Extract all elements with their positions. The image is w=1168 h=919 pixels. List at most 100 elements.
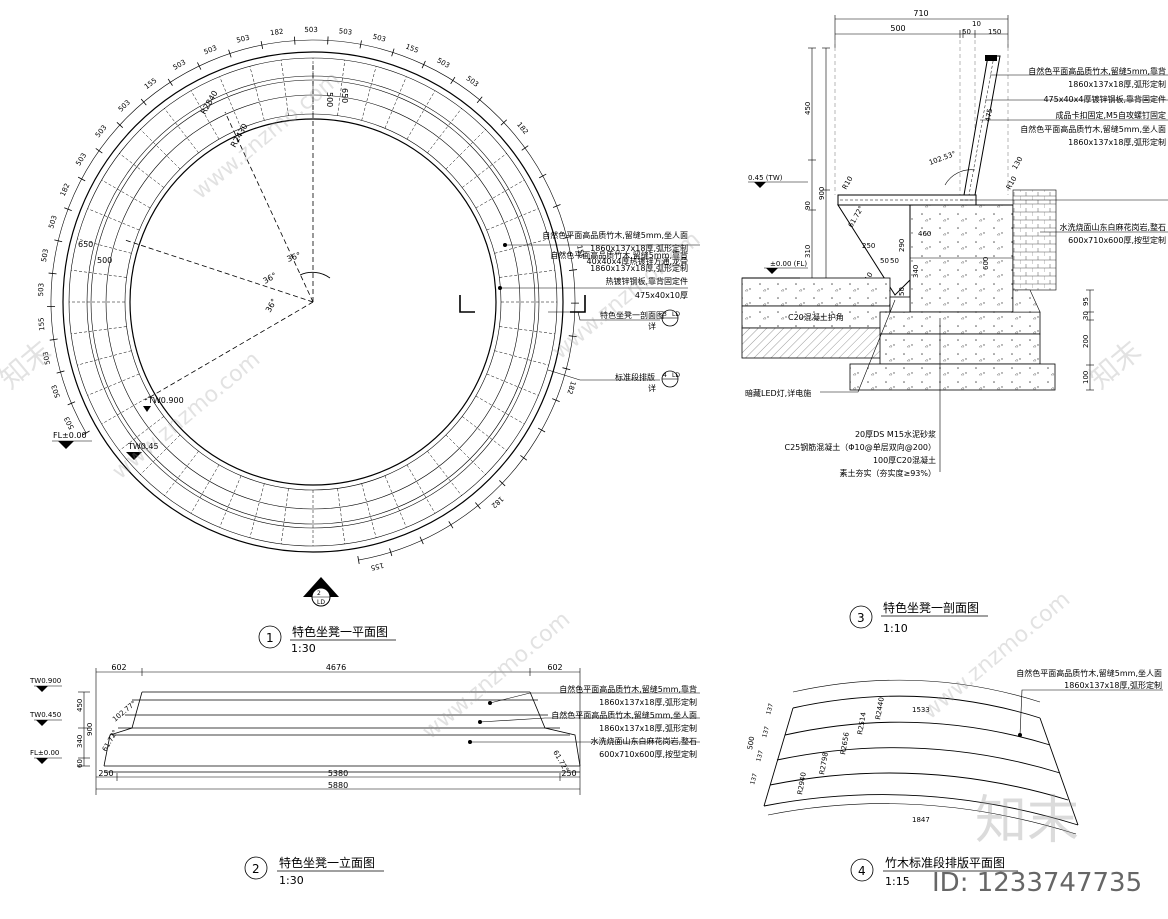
svg-text:自然色平面高品质竹木,留缝5mm,坐人面: 自然色平面高品质竹木,留缝5mm,坐人面 [1016,668,1162,678]
dimension-label: 503 [94,124,109,139]
dimension-label: 900 [86,723,94,736]
dimension-label: 650 [340,88,349,103]
segment-joint [219,76,242,129]
segment-joint [337,60,346,116]
dimension-tick [539,173,547,179]
svg-text:475x40x10厚: 475x40x10厚 [635,291,688,300]
dimension-tick [294,36,296,45]
dimension-label: 1533 [912,706,930,714]
segment-joint [461,153,507,188]
dimension-tick [476,96,483,104]
dimension-label: 500 [97,256,112,265]
dimension-label: 503 [172,58,188,72]
ring-circle [129,118,497,486]
svg-text:标准段排版: 标准段排版 [615,372,655,382]
svg-text:LD: LD [672,311,680,318]
dimension-label: 30 [1082,311,1090,320]
dimension-label: 503 [304,26,317,34]
segment-joint [384,76,407,129]
section-view: 710 500 10 50 150 450 900 90 310 50 95 3… [741,9,1168,635]
radius-label: R2656 [839,731,851,755]
svg-text:1: 1 [266,631,274,645]
svg-text:1860x137x18厚,弧形定制: 1860x137x18厚,弧形定制 [1068,79,1166,89]
svg-text:FL±0.00: FL±0.00 [53,431,87,440]
dimension-label: 290 [898,239,906,252]
dimension-label: 503 [47,214,59,229]
dimension-tick [359,40,362,49]
segment-joint [249,66,265,121]
svg-text:4: 4 [858,864,866,878]
svg-text:自然色平面高品质竹木,留缝5mm,靠背: 自然色平面高品质竹木,留缝5mm,靠背 [1028,66,1166,76]
segment-joint [494,238,549,254]
svg-text:475x40x4厚镀锌钢板,靠背固定件: 475x40x4厚镀锌钢板,靠背固定件 [1043,94,1166,104]
dimension-label: 503 [465,74,481,88]
dimension-tick [552,204,561,208]
svg-text:1860x137x18厚,弧形定制: 1860x137x18厚,弧形定制 [1064,680,1162,690]
level-marker: FL±0.00 [52,431,92,449]
dimension-label: 500 [746,736,756,751]
level-marker: TW0.450 [29,711,62,726]
dimension-label: 600 [982,257,990,270]
dimension-tick [421,60,426,69]
section-title: 3 特色坐凳一剖面图 1:10 [849,600,988,635]
dimension-tick [167,78,173,86]
dimension-label: 137 [761,725,771,738]
svg-text:热镀锌钢板,靠背固定件: 热镀锌钢板,靠背固定件 [605,276,688,286]
svg-text:自然色平面高品质竹木,留缝5mm,坐人面: 自然色平面高品质竹木,留缝5mm,坐人面 [551,710,697,720]
dimension-tick [500,119,508,126]
dimension-tick [499,480,506,487]
layout-plan-view: 1533 1847 500 137 137 137 137 R2440 R251… [746,668,1163,888]
segment-joint [499,269,555,278]
angle-arc [299,271,331,279]
segment-joint [164,450,199,496]
dimension-label: 50 [898,287,906,296]
dimension-label: 503 [236,34,251,45]
svg-text:自然色平面高品质竹木,留缝5mm,坐人面: 自然色平面高品质竹木,留缝5mm,坐人面 [1020,124,1166,134]
radius-label: R2940 [796,772,808,796]
segment-joint [384,475,407,528]
dimension-tick [116,121,124,128]
dimension-label: 60 [76,759,84,768]
svg-text:1:15: 1:15 [885,875,910,888]
dimension-label: 340 [912,265,920,278]
svg-text:2: 2 [317,590,321,597]
segment-joint [101,179,151,209]
backrest [963,55,1001,196]
dimension-label: 503 [63,415,76,431]
dimension-label: 155 [575,244,585,259]
svg-text:FL±0.00: FL±0.00 [30,749,59,757]
callout-section: 特色坐凳一剖面图 3 LD 详 [548,309,680,331]
segment-joint [406,90,436,140]
granite-block [837,204,1014,313]
svg-text:4: 4 [663,372,667,379]
dimension-label: 710 [913,9,928,18]
dimension-label: 250 [98,769,113,778]
svg-text:特色坐凳一剖面图: 特色坐凳一剖面图 [600,310,664,320]
dimension-tick [521,145,529,151]
dimension-label: 137 [765,702,775,715]
angle-label: 102.77° [111,699,138,723]
svg-text:C25钢筋混凝土（Φ10@单层双向@200）: C25钢筋混凝土（Φ10@单层双向@200） [784,442,936,452]
dimension-label: 5380 [328,769,348,778]
segment-joint [445,129,486,170]
svg-text:TW0.900: TW0.900 [147,396,184,405]
segment-joint [280,60,289,116]
dimension-label: 503 [372,33,387,44]
segment-joint [140,129,181,170]
level-marker: FL±0.00 [30,749,62,764]
dimension-label: 602 [547,663,562,672]
segment-joint [494,350,549,366]
svg-text:LD: LD [317,599,325,606]
elevation-marker: 2 LD [303,577,339,607]
dimension-tick [228,49,232,58]
svg-text:知末: 知末 [1083,334,1147,395]
dimension-tick [77,176,86,182]
level-marker: ±0.00 (FL) [764,260,808,274]
dimension-tick [450,76,456,85]
dimension-label: 500 [890,24,905,33]
dimension-label: 460 [918,230,931,238]
plan-title: 1 特色坐凳一平面图 1:30 [258,624,396,655]
led-note: 暗藏LED灯,详电施 [745,299,896,398]
svg-text:详: 详 [648,383,656,393]
